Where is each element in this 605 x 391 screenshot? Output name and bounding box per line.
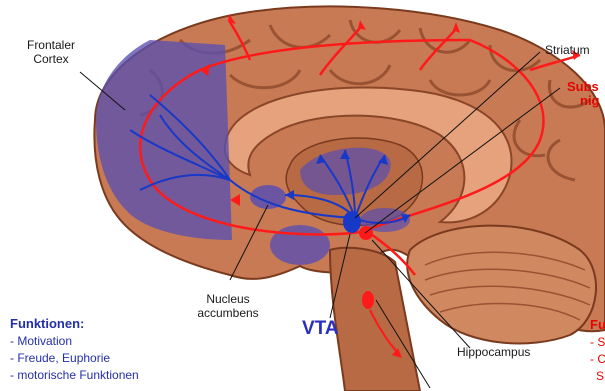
raphe-nucleus (362, 291, 374, 309)
label-nucleus-accumbens: Nucleus accumbens (186, 292, 270, 320)
label-frontal-cortex: Frontaler Cortex (6, 38, 96, 66)
functions-list-left: Funktionen: - Motivation - Freude, Eupho… (8, 317, 228, 391)
functions-item-right-2: - C (590, 352, 605, 366)
label-nucleus-line1: Nucleus (186, 292, 270, 306)
label-striatum: Striatum (545, 43, 590, 57)
functions-item-right-1: - S (590, 335, 605, 349)
functions-list-right: Fu - S - C S (588, 318, 605, 391)
amygdala-region (270, 225, 330, 265)
functions-item-freude: - Freude, Euphorie (10, 351, 110, 365)
vta-nucleus (343, 211, 361, 233)
label-frontal-cortex-line2: Cortex (6, 52, 96, 66)
functions-title-right: Fu (590, 318, 605, 332)
label-substantia-nigra: Subs nig (567, 80, 600, 108)
functions-item-right-3: S (596, 369, 604, 383)
label-substantia-line1: Subs (567, 80, 600, 94)
label-substantia-line2: nig (567, 94, 600, 108)
functions-title-left: Funktionen: (10, 317, 84, 331)
cerebellum (407, 226, 596, 344)
functions-item-motorisch: - motorische Funktionen (10, 368, 139, 382)
label-vta: VTA (302, 318, 339, 340)
functions-item-motivation: - Motivation (10, 334, 72, 348)
label-frontal-cortex-line1: Frontaler (6, 38, 96, 52)
label-hippocampus: Hippocampus (457, 345, 530, 359)
